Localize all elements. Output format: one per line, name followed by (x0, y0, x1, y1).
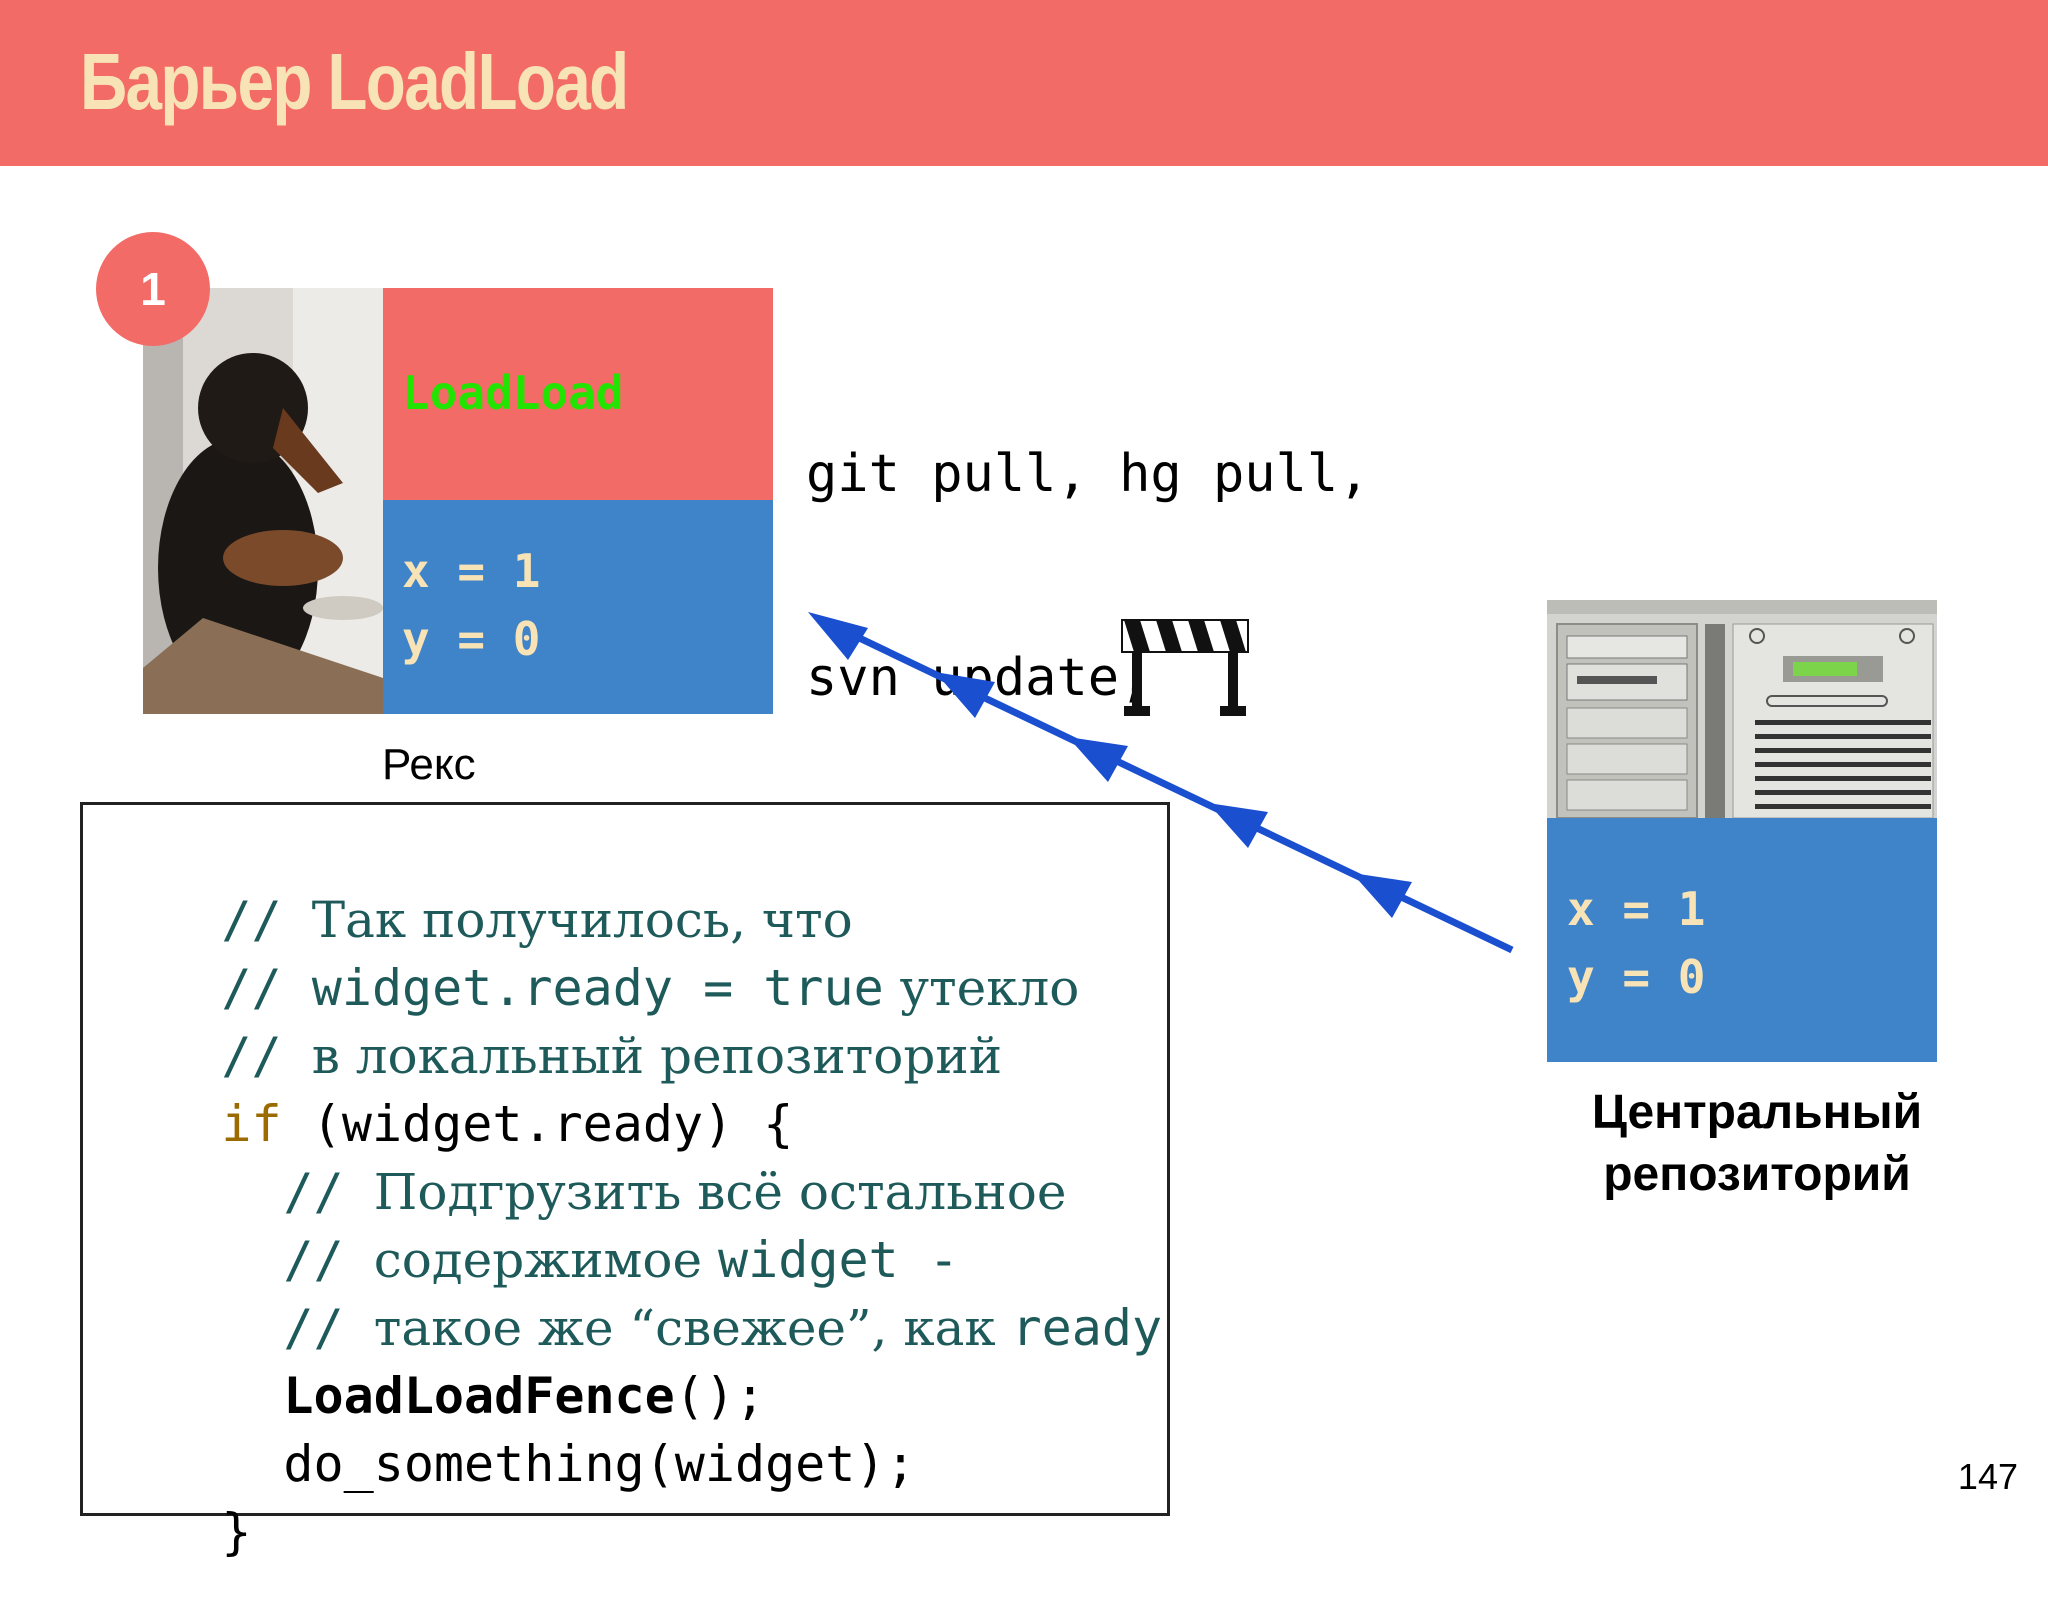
central-repo-vars: x = 1 y = 0 (1547, 818, 1937, 1062)
code-line: // Подгрузить всё остальное (283, 1163, 1067, 1221)
central-repo-label: Центральный репозиторий (1591, 1086, 1923, 1201)
code-line: if (widget.ready) { (221, 1095, 794, 1153)
local-var-y: y = 0 (402, 612, 541, 666)
page-number: 147 (1957, 1456, 2018, 1497)
server-photo (1547, 600, 1937, 818)
arrow-chevron (1352, 873, 1412, 918)
local-repo-vars: x = 1 y = 0 (382, 500, 773, 714)
code-line: // такое же “свежее”, как ready (283, 1299, 1163, 1357)
git-command-line: git pull, hg pull, (806, 444, 1370, 504)
arrow-chevron (935, 672, 995, 718)
arrow-chevron (1208, 803, 1268, 848)
slide-header: Барьер LoadLoad (0, 0, 2048, 166)
code-line: // Так получилось, что (221, 891, 853, 949)
local-var-x: x = 1 (402, 544, 541, 598)
local-owner-label: Рекс (382, 740, 476, 789)
code-line: // widget.ready = true утекло (221, 959, 1080, 1017)
barrier-icon (1121, 619, 1249, 716)
step-badge: 1 (96, 232, 210, 346)
arrow-chevron (1068, 737, 1128, 782)
code-line: LoadLoadFence(); (283, 1367, 766, 1425)
code-line: // содержимое widget - (283, 1231, 959, 1289)
arrow-left-up (808, 612, 868, 660)
dog-photo (143, 288, 383, 714)
remote-var-x: x = 1 (1567, 882, 1706, 936)
fence-label: LoadLoad (402, 366, 624, 420)
code-line: } (221, 1503, 252, 1561)
diagram-overlay (808, 612, 1514, 954)
code-line: do_something(widget); (283, 1435, 916, 1493)
code-line: // в локальный репозиторий (221, 1027, 1003, 1085)
code-listing: // Так получилось, что // widget.ready =… (80, 802, 1170, 1561)
slide-title: Барьер LoadLoad (80, 37, 629, 126)
loadload-fence-block: LoadLoad (382, 288, 773, 500)
remote-var-y: y = 0 (1567, 950, 1706, 1004)
